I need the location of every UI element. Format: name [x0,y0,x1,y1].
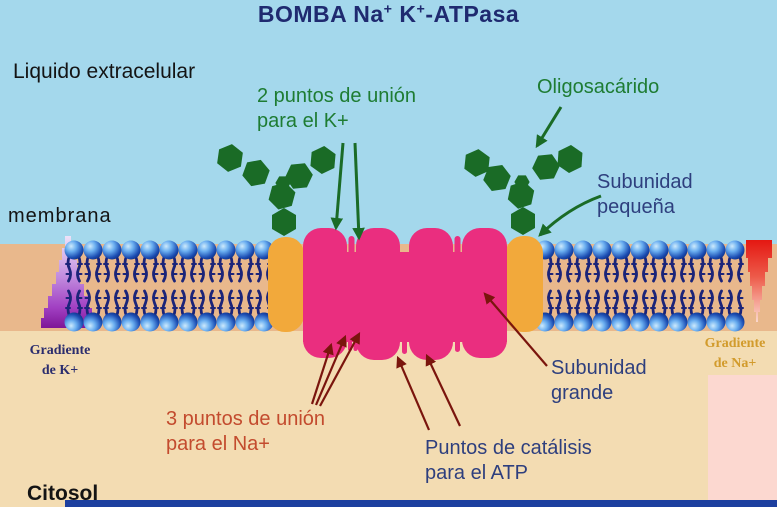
label-atp-catalysis: Puntos de catálisis para el ATP [425,437,592,484]
arrow-atp-2 [425,353,461,427]
bottom-bar [65,500,777,507]
arrow-small-subunit [538,194,602,237]
label-na-gradient: Gradiente de Na+ [704,336,766,371]
extracellular-background [0,0,777,244]
label-na-binding-sites: 3 puntos de unión para el Na+ [166,408,326,455]
arrow-atp-1 [396,355,431,431]
arrow-na-binding-3 [319,331,361,407]
cytosol-pink-patch [708,375,777,507]
title: BOMBA Na+ K+-ATPasa [257,1,520,27]
label-cytosol: Citosol [27,482,99,505]
arrow-na-binding-1 [310,342,334,405]
label-membrane: membrana [8,205,112,227]
label-large-subunit: Subunidad grande [551,357,647,404]
small-subunit-left [268,237,304,332]
arrow-k-binding-1 [330,142,345,231]
label-extracellular: Liquido extracelular [13,60,196,83]
label-small-subunit: Subunidad pequeña [597,171,693,218]
cytosol-background [0,331,777,507]
large-subunit-protein [303,228,507,360]
arrow-k-binding-2 [352,142,365,241]
label-k-binding-sites: 2 puntos de unión para el K+ [257,85,417,132]
arrow-na-binding-2 [314,334,347,406]
small-subunit-right [506,236,543,332]
label-oligosaccharide: Oligosacárido [537,76,660,98]
na-gradient-spike [746,240,772,322]
arrow-large-subunit [483,292,548,367]
arrow-oligosaccharide [535,106,563,149]
label-k-gradient: Gradiente de K+ [29,343,91,378]
